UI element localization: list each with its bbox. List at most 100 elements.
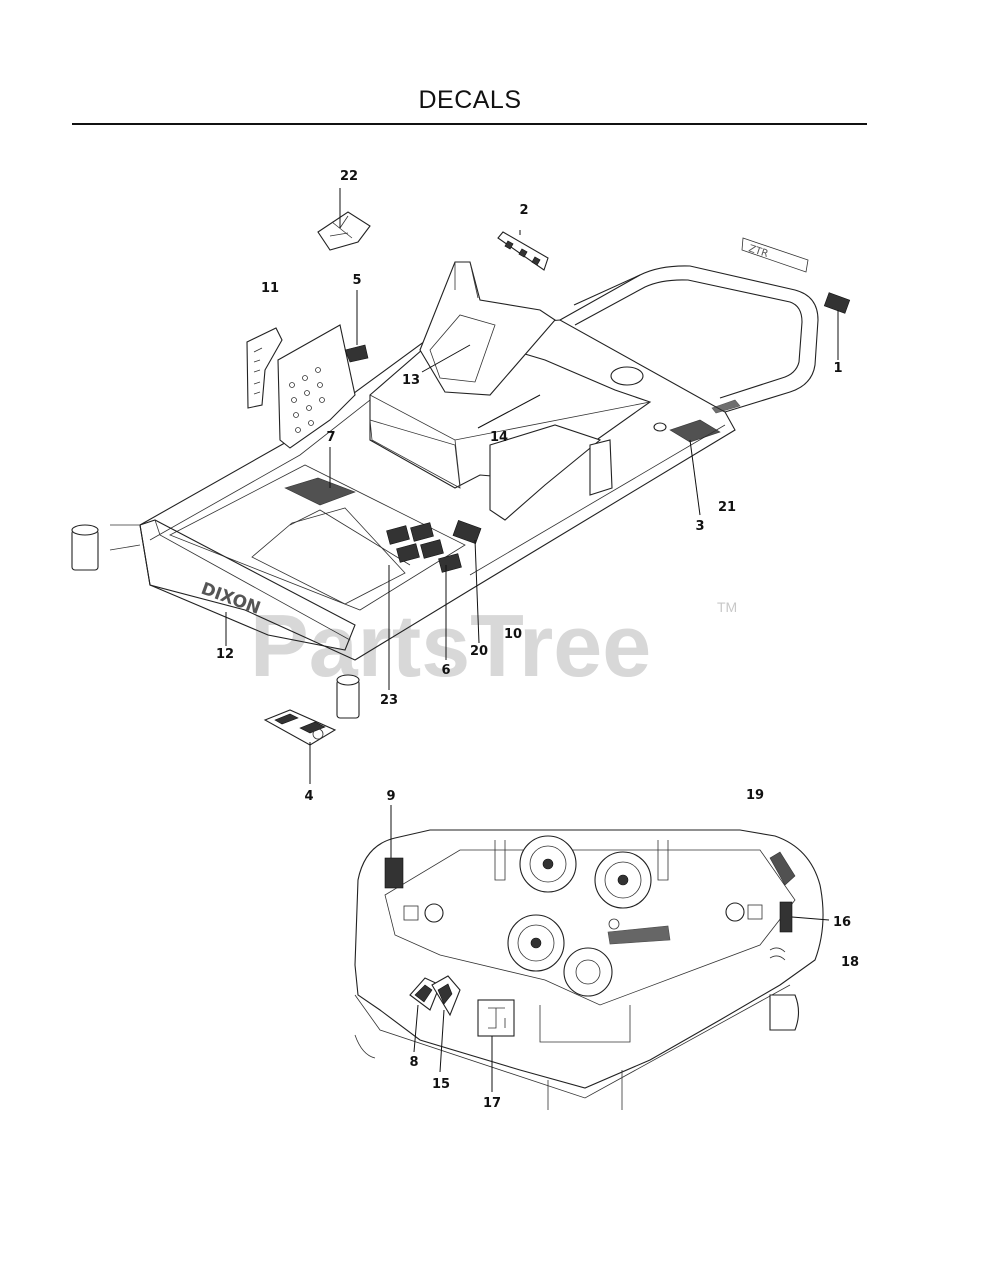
rear-frame-loop-inner: [574, 279, 803, 399]
callout-15: 15: [432, 1077, 450, 1092]
idler-pulley: [563, 947, 613, 997]
decal-20: [452, 519, 482, 545]
hole: [317, 382, 323, 388]
caster-body: [336, 679, 360, 719]
deck-end-right: [725, 902, 745, 922]
spindle-center: [594, 851, 652, 909]
leader-13: [421, 344, 471, 373]
title-rule: [72, 123, 867, 125]
callout-12: 12: [216, 647, 234, 662]
decal-22: [317, 211, 371, 251]
spindle-ring: [529, 845, 567, 883]
callout-6: 6: [441, 663, 450, 678]
leader-lines: [225, 188, 839, 1092]
callout-20: 20: [470, 644, 488, 659]
decal-6-tile: [438, 553, 462, 573]
decal-3: [711, 399, 741, 414]
spindle-hub: [530, 937, 542, 949]
fuel-cap: [610, 366, 644, 386]
callout-10: 10: [504, 627, 522, 642]
spindle-hub: [617, 874, 629, 886]
decal-4-art: [274, 713, 326, 734]
spindle-left: [519, 835, 577, 893]
deck-end-left: [424, 903, 444, 923]
decal-8-art: [414, 984, 433, 1003]
callout-17: 17: [483, 1096, 501, 1111]
callout-1: 1: [833, 361, 842, 376]
decal-16: [779, 901, 793, 933]
deck-hanger-right: [657, 840, 669, 881]
seat-slot: [429, 314, 496, 383]
decal-6-tile: [386, 525, 410, 545]
deck-bracket: [539, 1005, 631, 1043]
watermark-text: PartsTree: [250, 596, 651, 695]
callout-3: 3: [695, 519, 704, 534]
hole: [315, 367, 321, 373]
decal-5: [344, 344, 369, 363]
deck-end-right-box: [747, 904, 763, 920]
watermark-trademark: TM: [717, 599, 737, 615]
leader-16: [791, 916, 830, 921]
deck-leg: [354, 1034, 623, 1110]
caster-body: [71, 529, 99, 571]
decal-6-tile: [396, 543, 420, 563]
decal-rear-logo: [741, 237, 809, 273]
callout-16: 16: [833, 915, 851, 930]
caster-top: [336, 674, 360, 686]
mower-frame: DIXON: [71, 261, 819, 719]
callout-14: 14: [490, 430, 508, 445]
callout-23: 23: [380, 693, 398, 708]
callout-22: 22: [340, 169, 358, 184]
deck-hanger-left: [494, 840, 506, 881]
decal-6-tile: [420, 539, 444, 559]
seat-bracket: [454, 261, 479, 299]
spindle-front: [507, 914, 565, 972]
frame-decals: ZTR: [246, 211, 851, 746]
callout-19: 19: [746, 788, 764, 803]
decal-11: [246, 327, 283, 409]
spindle-ring: [604, 861, 642, 899]
caster-top: [71, 524, 99, 536]
decal-2-letter: [531, 256, 541, 266]
decal-14-panel: [369, 419, 461, 489]
mower-deck: [354, 829, 824, 1110]
idler-pulley-body: [563, 947, 613, 997]
callout-21: 21: [718, 500, 736, 515]
frame-bar: [573, 274, 641, 306]
deck-inner: [384, 849, 796, 1006]
callout-8: 8: [409, 1055, 418, 1070]
decal-7: [284, 477, 356, 506]
callout-numbers: 1 2 3 4 5 6 7 8 9 10 11 12 13 14 15 16 1…: [216, 169, 859, 1111]
leader-14: [477, 394, 541, 429]
seat-mount: [419, 261, 556, 396]
caster-arm: [109, 524, 141, 551]
leader-20: [474, 539, 480, 644]
deck-outline: [354, 829, 824, 1089]
leader-8: [413, 1004, 419, 1053]
hole: [302, 375, 308, 381]
hole: [308, 420, 314, 426]
callout-4: 4: [304, 789, 313, 804]
decal-6-tile: [410, 522, 434, 542]
hole: [319, 397, 325, 403]
callout-9: 9: [386, 789, 395, 804]
decal-22-art: [329, 215, 353, 239]
spindle-hub: [542, 858, 554, 870]
hole: [306, 405, 312, 411]
decal-1: [823, 292, 851, 314]
right-console: [489, 424, 602, 521]
deck-brand-decal: [607, 925, 671, 945]
decal-2-letter: [504, 240, 514, 250]
front-caster-left: [71, 524, 141, 571]
decal-2-letter: [518, 248, 528, 258]
spindle-ring: [517, 924, 555, 962]
decal-21: [669, 419, 721, 443]
hole: [295, 427, 301, 433]
callout-5: 5: [352, 273, 361, 288]
rear-frame-loop: [559, 265, 819, 413]
deck-skirt: [354, 984, 791, 1099]
right-lever: [589, 439, 613, 496]
callout-18: 18: [841, 955, 859, 970]
